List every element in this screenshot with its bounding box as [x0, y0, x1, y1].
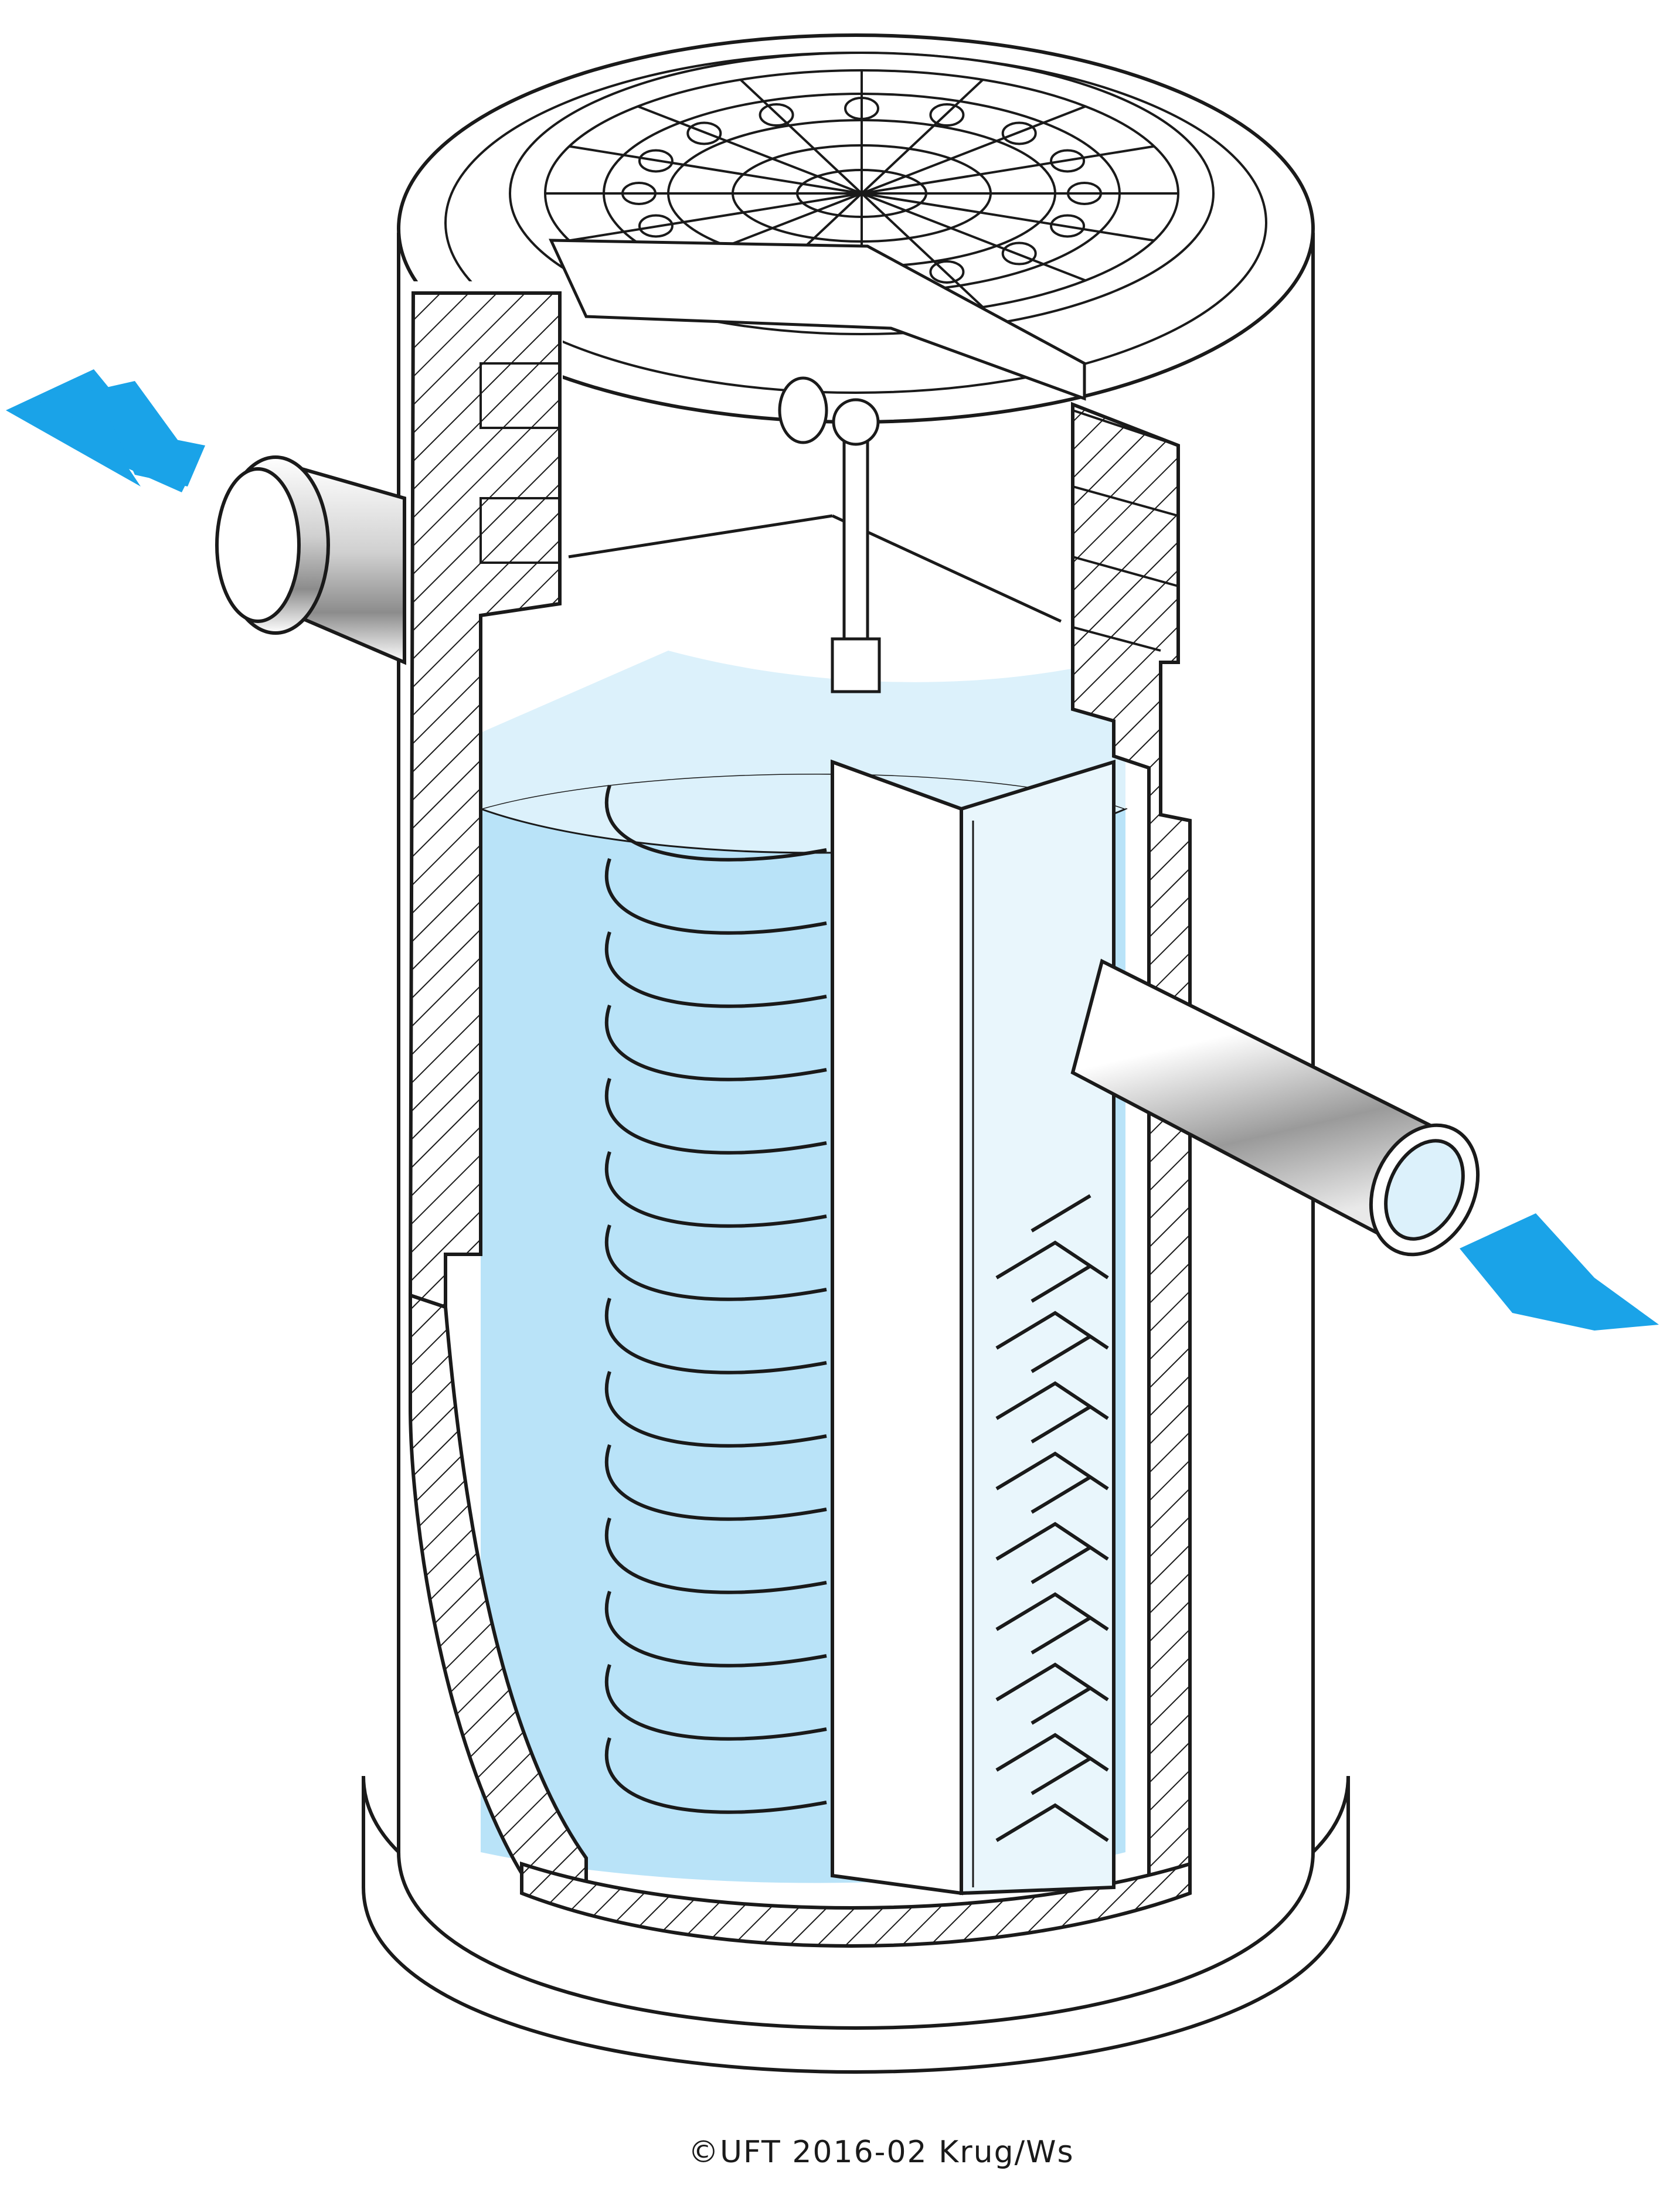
coalescing-plate	[604, 931, 827, 1008]
cover-rib	[861, 145, 1155, 195]
central-baffle	[831, 759, 1116, 1896]
coalescing-plate	[604, 1151, 827, 1228]
inlet-arrow	[6, 369, 205, 492]
chevron-insert	[995, 1194, 1109, 1842]
chevron-blade	[995, 1757, 1109, 1842]
coalescing-plate	[604, 1078, 827, 1155]
cover-rib	[861, 105, 1086, 195]
cover-rib	[739, 79, 863, 195]
coalescing-plate	[604, 1737, 827, 1814]
coalescing-plate	[604, 1664, 827, 1741]
coalescing-plate	[604, 1444, 827, 1521]
copyright-credit: ©UFT 2016-02 Krug/Ws	[688, 2135, 1074, 2170]
coalescing-plate	[604, 858, 827, 935]
left-wall-section	[408, 291, 588, 1889]
float-mechanism	[549, 239, 1086, 693]
cover-rib	[861, 192, 984, 308]
cover-rib	[861, 192, 1086, 282]
cover-rib	[861, 79, 984, 195]
cover-rib	[569, 145, 862, 195]
outlet-pipe	[1070, 958, 1480, 1257]
coalescing-plate	[604, 1371, 827, 1448]
outlet-arrow	[1460, 1213, 1659, 1331]
coalescing-plate	[604, 785, 827, 862]
cover-rib	[637, 105, 862, 195]
cover-rib	[861, 192, 1155, 242]
tank-floor-section	[520, 1861, 1192, 1948]
coalescing-plate	[604, 1224, 827, 1301]
coalescing-plate	[604, 1591, 827, 1668]
coalescing-plate	[604, 1517, 827, 1594]
coalescing-plate	[604, 1005, 827, 1081]
coalescing-plate	[604, 1298, 827, 1374]
inlet-pipe	[215, 455, 406, 665]
coalescing-plates	[604, 785, 827, 1814]
cover-rib	[569, 192, 862, 242]
